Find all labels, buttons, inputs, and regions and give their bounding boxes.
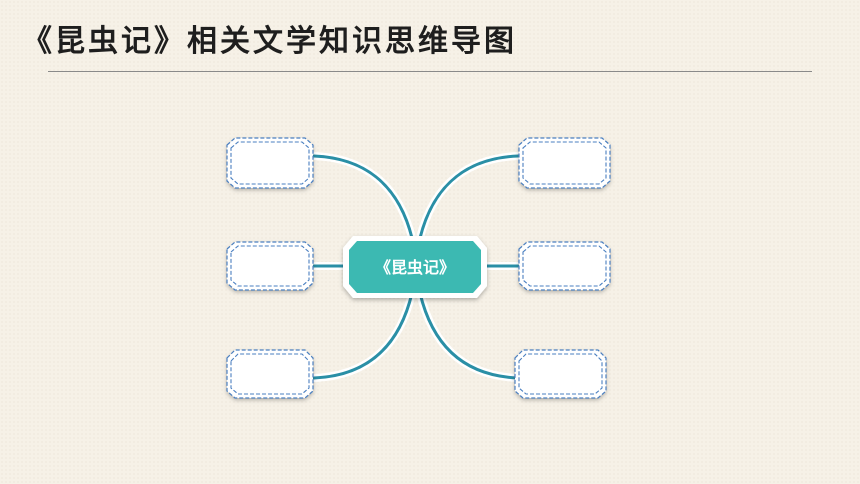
branch-box-left-bottom <box>226 349 314 399</box>
connector-left-top <box>312 154 414 240</box>
connector-left-bottom <box>312 291 414 380</box>
connector-right-top <box>418 154 520 240</box>
branch-box-right-top <box>518 137 611 189</box>
page-title: 《昆虫记》相关文学知识思维导图 <box>22 24 517 59</box>
central-topic-label: 《昆虫记》 <box>375 258 455 277</box>
title-divider <box>48 71 812 72</box>
central-topic-node: 《昆虫记》 <box>343 236 487 298</box>
branch-box-right-middle <box>518 241 611 291</box>
connectors <box>310 152 522 382</box>
branch-box-right-bottom <box>514 349 607 399</box>
branch-box-left-top <box>226 137 314 189</box>
branch-box-left-middle <box>226 241 314 291</box>
connector-right-bottom <box>418 291 520 380</box>
